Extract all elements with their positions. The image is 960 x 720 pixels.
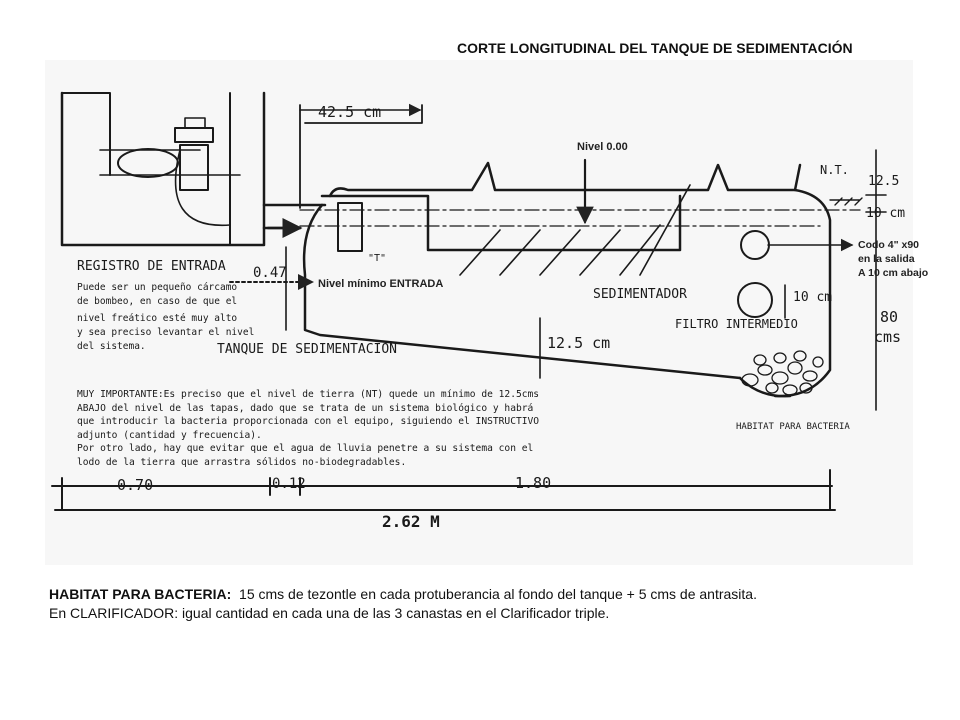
- registro-label: REGISTRO DE ENTRADA: [77, 259, 226, 274]
- dim-right-12-5: 12.5: [868, 174, 900, 189]
- important-note: MUY IMPORTANTE:Es preciso que el nivel d…: [77, 388, 539, 469]
- caption-line: En CLARIFICADOR: igual cantidad en cada …: [49, 605, 610, 621]
- outlet-pipe-circle: [740, 230, 770, 260]
- dim-length-180: 1.80: [515, 474, 552, 492]
- registro-note-line: nivel freático esté muy alto: [77, 313, 238, 324]
- valve-icon: [179, 144, 209, 191]
- nivel-000-label: Nivel 0.00: [577, 141, 628, 153]
- dim-top-width: 42.5 cm: [318, 103, 382, 121]
- codo-line: en la salida: [858, 253, 915, 265]
- dim-inner-10cm: 10 cm: [793, 290, 833, 305]
- dim-length-012: 0.12: [272, 476, 306, 492]
- habitat-small-label: HABITAT PARA BACTERIA: [736, 422, 850, 432]
- caption-line: 15 cms de tezontle en cada protuberancia…: [239, 586, 757, 602]
- important-line: que introducir la bacteria proporcionada…: [77, 416, 540, 427]
- filtro-label: FILTRO INTERMEDIO: [675, 317, 798, 331]
- dim-total-length: 2.62 M: [382, 512, 440, 531]
- t-pipe-fitting: [337, 202, 363, 252]
- dim-length-070: 0.70: [117, 476, 154, 494]
- codo-label: Codo 4" x90 en la salida A 10 cm abajo: [858, 238, 928, 280]
- nivel-minimo-label: Nivel mínimo ENTRADA: [318, 278, 444, 290]
- registro-box: [60, 91, 266, 247]
- important-line: Por otro lado, hay que evitar que el agu…: [77, 443, 534, 454]
- important-line: lodo de la tierra que arrastra sólidos n…: [77, 456, 407, 468]
- diagram-title: CORTE LONGITUDINAL DEL TANQUE DE SEDIMEN…: [457, 40, 853, 56]
- registro-note: Puede ser un pequeño cárcamo de bombeo, …: [77, 281, 254, 354]
- nt-label: N.T.: [820, 163, 849, 177]
- tanque-label: TANQUE DE SEDIMENTACION: [217, 342, 398, 357]
- registro-note-line: Puede ser un pequeño cárcamo: [77, 282, 238, 293]
- registro-note-line: de bombeo, en caso de que el: [77, 296, 238, 307]
- filter-pipe-circle: [737, 282, 773, 318]
- important-heading: MUY IMPORTANTE:: [77, 389, 164, 400]
- bottom-caption: HABITAT PARA BACTERIA: 15 cms de tezontl…: [49, 585, 757, 623]
- gravel-pile: [741, 350, 824, 396]
- important-line: Es preciso que el nivel de tierra (NT) q…: [163, 389, 540, 400]
- caption-heading: HABITAT PARA BACTERIA:: [49, 586, 232, 602]
- codo-line: Codo 4" x90: [858, 239, 919, 251]
- registro-note-line: y sea preciso levantar el nivel: [77, 327, 255, 338]
- codo-line: A 10 cm abajo: [858, 267, 929, 279]
- dim-bottom-gap: 12.5 cm: [547, 334, 611, 352]
- sedimentador-label: SEDIMENTADOR: [593, 287, 687, 302]
- dim-right-80: 80: [880, 308, 899, 326]
- important-line: adjunto (cantidad y frecuencia).: [77, 429, 262, 441]
- important-line: ABAJO del nivel de las tapas, dado que s…: [77, 402, 534, 414]
- registro-note-line: del sistema.: [77, 341, 146, 352]
- dim-right-cms: cms: [874, 328, 902, 346]
- dim-right-10cm: 10 cm: [866, 206, 906, 221]
- t-pipe-label: "T": [368, 253, 387, 264]
- dim-depth-left: 0.47: [253, 265, 287, 281]
